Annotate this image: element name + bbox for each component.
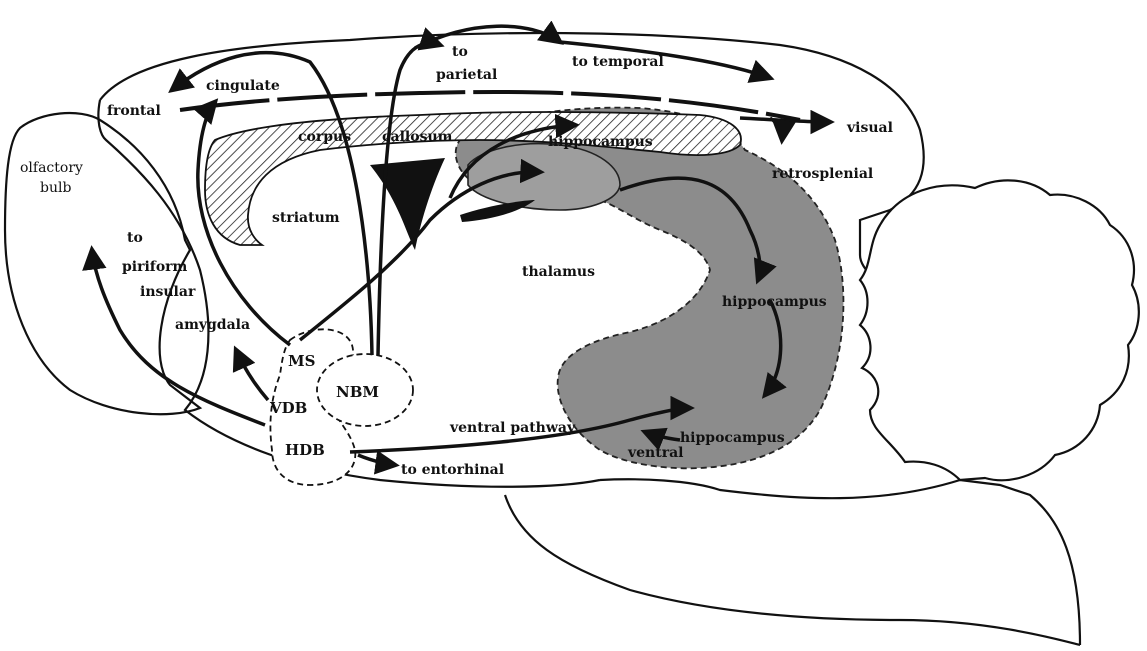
nbm-label: NBM (336, 383, 379, 401)
pathway-nbm-frontal (172, 53, 372, 355)
cerebellum-outline (860, 180, 1139, 480)
bulb-label: bulb (40, 180, 71, 196)
vdb-label: VDB (269, 399, 307, 417)
ms-label: MS (288, 352, 315, 370)
pathway-entorhinal (358, 455, 395, 465)
retrosplenial-label: retrosplenial (772, 166, 873, 182)
hippocampus-mid-label: hippocampus (722, 294, 827, 310)
pathway-visual (740, 118, 830, 122)
frontal-label: frontal (107, 103, 161, 119)
to-entorhinal-label: to entorhinal (401, 462, 504, 478)
to-temporal-label: to temporal (572, 54, 664, 70)
to-parietal-label-2: parietal (436, 67, 497, 83)
visual-label: visual (846, 120, 893, 136)
hippocampus-ventral-label: hippocampus (680, 430, 785, 446)
cingulate-label: cingulate (206, 78, 280, 94)
hdb-label: HDB (285, 441, 325, 459)
callosum-label: callosum (382, 129, 453, 145)
pathway-amygdala (236, 350, 268, 400)
amygdala-label: amygdala (175, 317, 250, 333)
fornix-wedge-2 (460, 200, 535, 222)
olfactory-label: olfactory (20, 160, 83, 176)
ventral-label: ventral (627, 445, 683, 461)
to-piriform-label-1: to (127, 230, 143, 246)
striatum-label: striatum (272, 210, 340, 226)
to-piriform-label-2: piriform (122, 259, 188, 275)
hippocampus-top-label: hippocampus (548, 134, 653, 150)
thalamus-label: thalamus (522, 264, 595, 280)
pathway-piriform (92, 250, 265, 425)
brainstem-outline (600, 479, 1080, 645)
to-parietal-label-1: to (452, 44, 468, 60)
pons-outline (505, 495, 1080, 645)
corpus-label: corpus (298, 129, 351, 145)
ventral-pathway-label: ventral pathway (449, 420, 576, 436)
insular-label: insular (140, 284, 196, 300)
